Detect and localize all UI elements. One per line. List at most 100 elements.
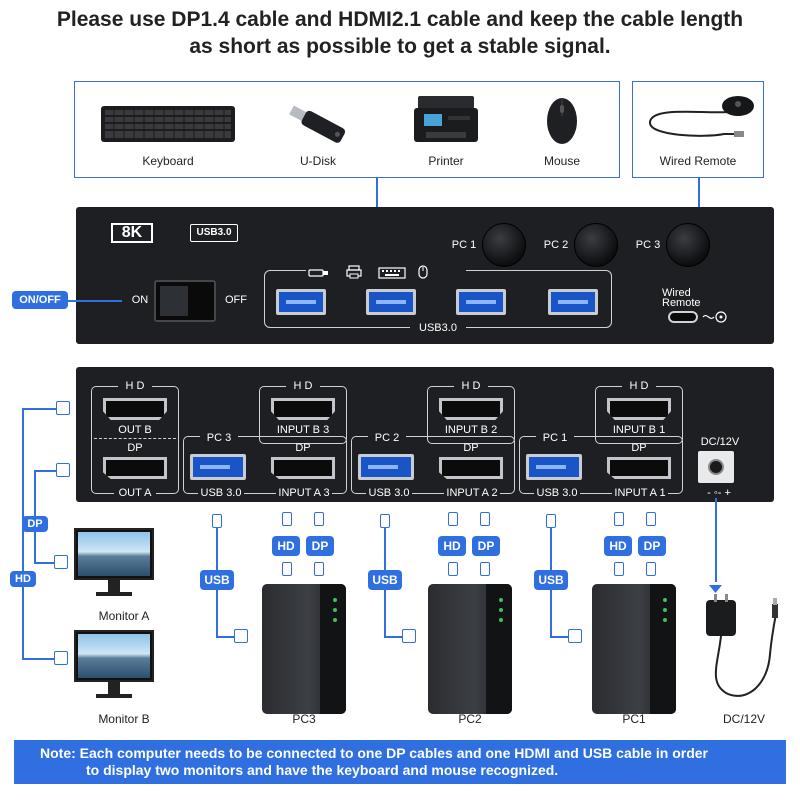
pc2-usb-tag: USB [368, 570, 402, 590]
pc3-usb-port[interactable] [190, 454, 246, 480]
pc2-usb-port[interactable] [358, 454, 414, 480]
pc1-hd-bottom-connector [614, 562, 624, 576]
input-a3-label-bg [276, 487, 332, 499]
pc2-dp-title: DP [463, 442, 479, 454]
pc2-group-frame [351, 436, 515, 494]
pc2-usb-cable-h [384, 636, 404, 638]
out-a-dp-port[interactable] [103, 457, 167, 479]
out-b-label: OUT B [118, 424, 152, 436]
front-usb-port-2[interactable] [366, 289, 416, 315]
input-a1-label-bg [612, 487, 668, 499]
pc1-usb-port[interactable] [526, 454, 582, 480]
pc2-computer-icon [428, 584, 512, 714]
pc2-usb-top-connector [380, 514, 390, 528]
pc2-select-button[interactable] [574, 223, 618, 267]
input-a3-dp-port[interactable] [271, 457, 335, 479]
hd-cable-tag: HD [10, 571, 36, 587]
note-line-2: to display two monitors and have the key… [86, 762, 559, 778]
pc1-dp-bottom-connector [646, 562, 656, 576]
input-a2-label: INPUT A 2 [446, 487, 498, 499]
usb-label-bg [410, 322, 466, 334]
pc2-group-label: PC 2 [374, 432, 400, 444]
keyboard-symbol-icon [378, 266, 406, 279]
pc1-select-button[interactable] [482, 223, 526, 267]
dc-cable-line [715, 498, 717, 582]
printer-label: Printer [428, 154, 464, 168]
pc1-usb-end-connector [568, 629, 582, 643]
monitor-b-icon [74, 630, 154, 682]
out-b-hdmi-port[interactable] [103, 398, 167, 420]
input-a2-dp-port[interactable] [439, 457, 503, 479]
pc3-usb-label: USB 3.0 [200, 487, 242, 499]
power-switch[interactable] [154, 280, 216, 322]
front-usb-port-1[interactable] [276, 289, 326, 315]
pc3-button-label: PC 3 [635, 239, 661, 251]
pc2-hd-bottom-connector [448, 562, 458, 576]
note-banner: Note: Each computer needs to be connecte… [14, 740, 786, 784]
udisk-icon [286, 104, 350, 144]
pc2-label: PC2 [458, 712, 482, 726]
pc3-label: PC3 [292, 712, 316, 726]
input-a1-dp-port[interactable] [607, 457, 671, 479]
dc-power-port[interactable] [698, 451, 734, 483]
pc3-computer-icon [262, 584, 346, 714]
pc2-hd-title-bg [454, 380, 488, 392]
pc3-hd-title-bg [286, 380, 320, 392]
pc1-computer-icon [592, 584, 676, 714]
pc3-dp-tag: DP [306, 536, 334, 556]
input-b3-hdmi-port[interactable] [271, 398, 335, 420]
on-label: ON [131, 294, 149, 306]
udisk-label: U-Disk [300, 154, 336, 168]
input-b3-label: INPUT B 3 [276, 424, 330, 436]
input-a1-label: INPUT A 1 [614, 487, 666, 499]
mouse-label: Mouse [543, 154, 581, 168]
monitor-a-base [96, 592, 132, 596]
out-b-cable-line [22, 408, 58, 410]
front-usb-port-4[interactable] [548, 289, 598, 315]
pc1-usb-label: USB 3.0 [536, 487, 578, 499]
pc2-button-label: PC 2 [543, 239, 569, 251]
pc1-button-label: PC 1 [451, 239, 477, 251]
pc3-group-label: PC 3 [206, 432, 232, 444]
pc2-dp-top-connector [480, 512, 490, 526]
output-hd-title: H D [125, 380, 145, 392]
front-usb-label: USB3.0 [419, 322, 457, 334]
input-b1-label: INPUT B 1 [612, 424, 666, 436]
pc3-select-button[interactable] [666, 223, 710, 267]
front-usb-port-3[interactable] [456, 289, 506, 315]
remote-port[interactable] [668, 311, 698, 323]
pc1-group-frame [519, 436, 683, 494]
pc1-hd-title-bg [622, 380, 656, 392]
wired-remote-port-label-2: Remote [662, 297, 701, 309]
remote-icon [644, 92, 756, 146]
pc3-dp-top-connector [314, 512, 324, 526]
pc3-hd-bottom-connector [282, 562, 292, 576]
pc1-usb-top-connector [546, 514, 556, 528]
monitor-a-cable-line [34, 562, 56, 564]
pc1-label: PC1 [622, 712, 646, 726]
pc3-usb-end-connector [234, 629, 248, 643]
pc1-dp-tag: DP [638, 536, 666, 556]
output-hd-title-bg [118, 380, 152, 392]
remote-port-symbol-icon [702, 310, 728, 324]
input-b1-hdmi-port[interactable] [607, 398, 671, 420]
printer-icon [412, 94, 480, 146]
pc2-hd-top-connector [448, 512, 458, 526]
pc3-usb-top-connector [212, 514, 222, 528]
off-label: OFF [225, 294, 247, 306]
pc2-usb-label-bg [366, 487, 412, 499]
dc-jack [708, 459, 724, 475]
input-b2-hdmi-port[interactable] [439, 398, 503, 420]
pc2-dp-bottom-connector [480, 562, 490, 576]
badge-8k: 8K [111, 223, 153, 243]
pc3-hd-top-connector [282, 512, 292, 526]
on-off-badge: ON/OFF [12, 291, 68, 309]
heading-line-2: as short as possible to get a stable sig… [189, 35, 611, 58]
pc2-label-bg [368, 432, 406, 444]
pc3-usb-label-bg [198, 487, 244, 499]
heading-line-1: Please use DP1.4 cable and HDMI2.1 cable… [56, 8, 744, 31]
output-divider [94, 438, 176, 439]
pc1-label-bg [536, 432, 574, 444]
keyboard-label: Keyboard [142, 154, 194, 168]
monitor-b-label: Monitor B [98, 712, 150, 726]
